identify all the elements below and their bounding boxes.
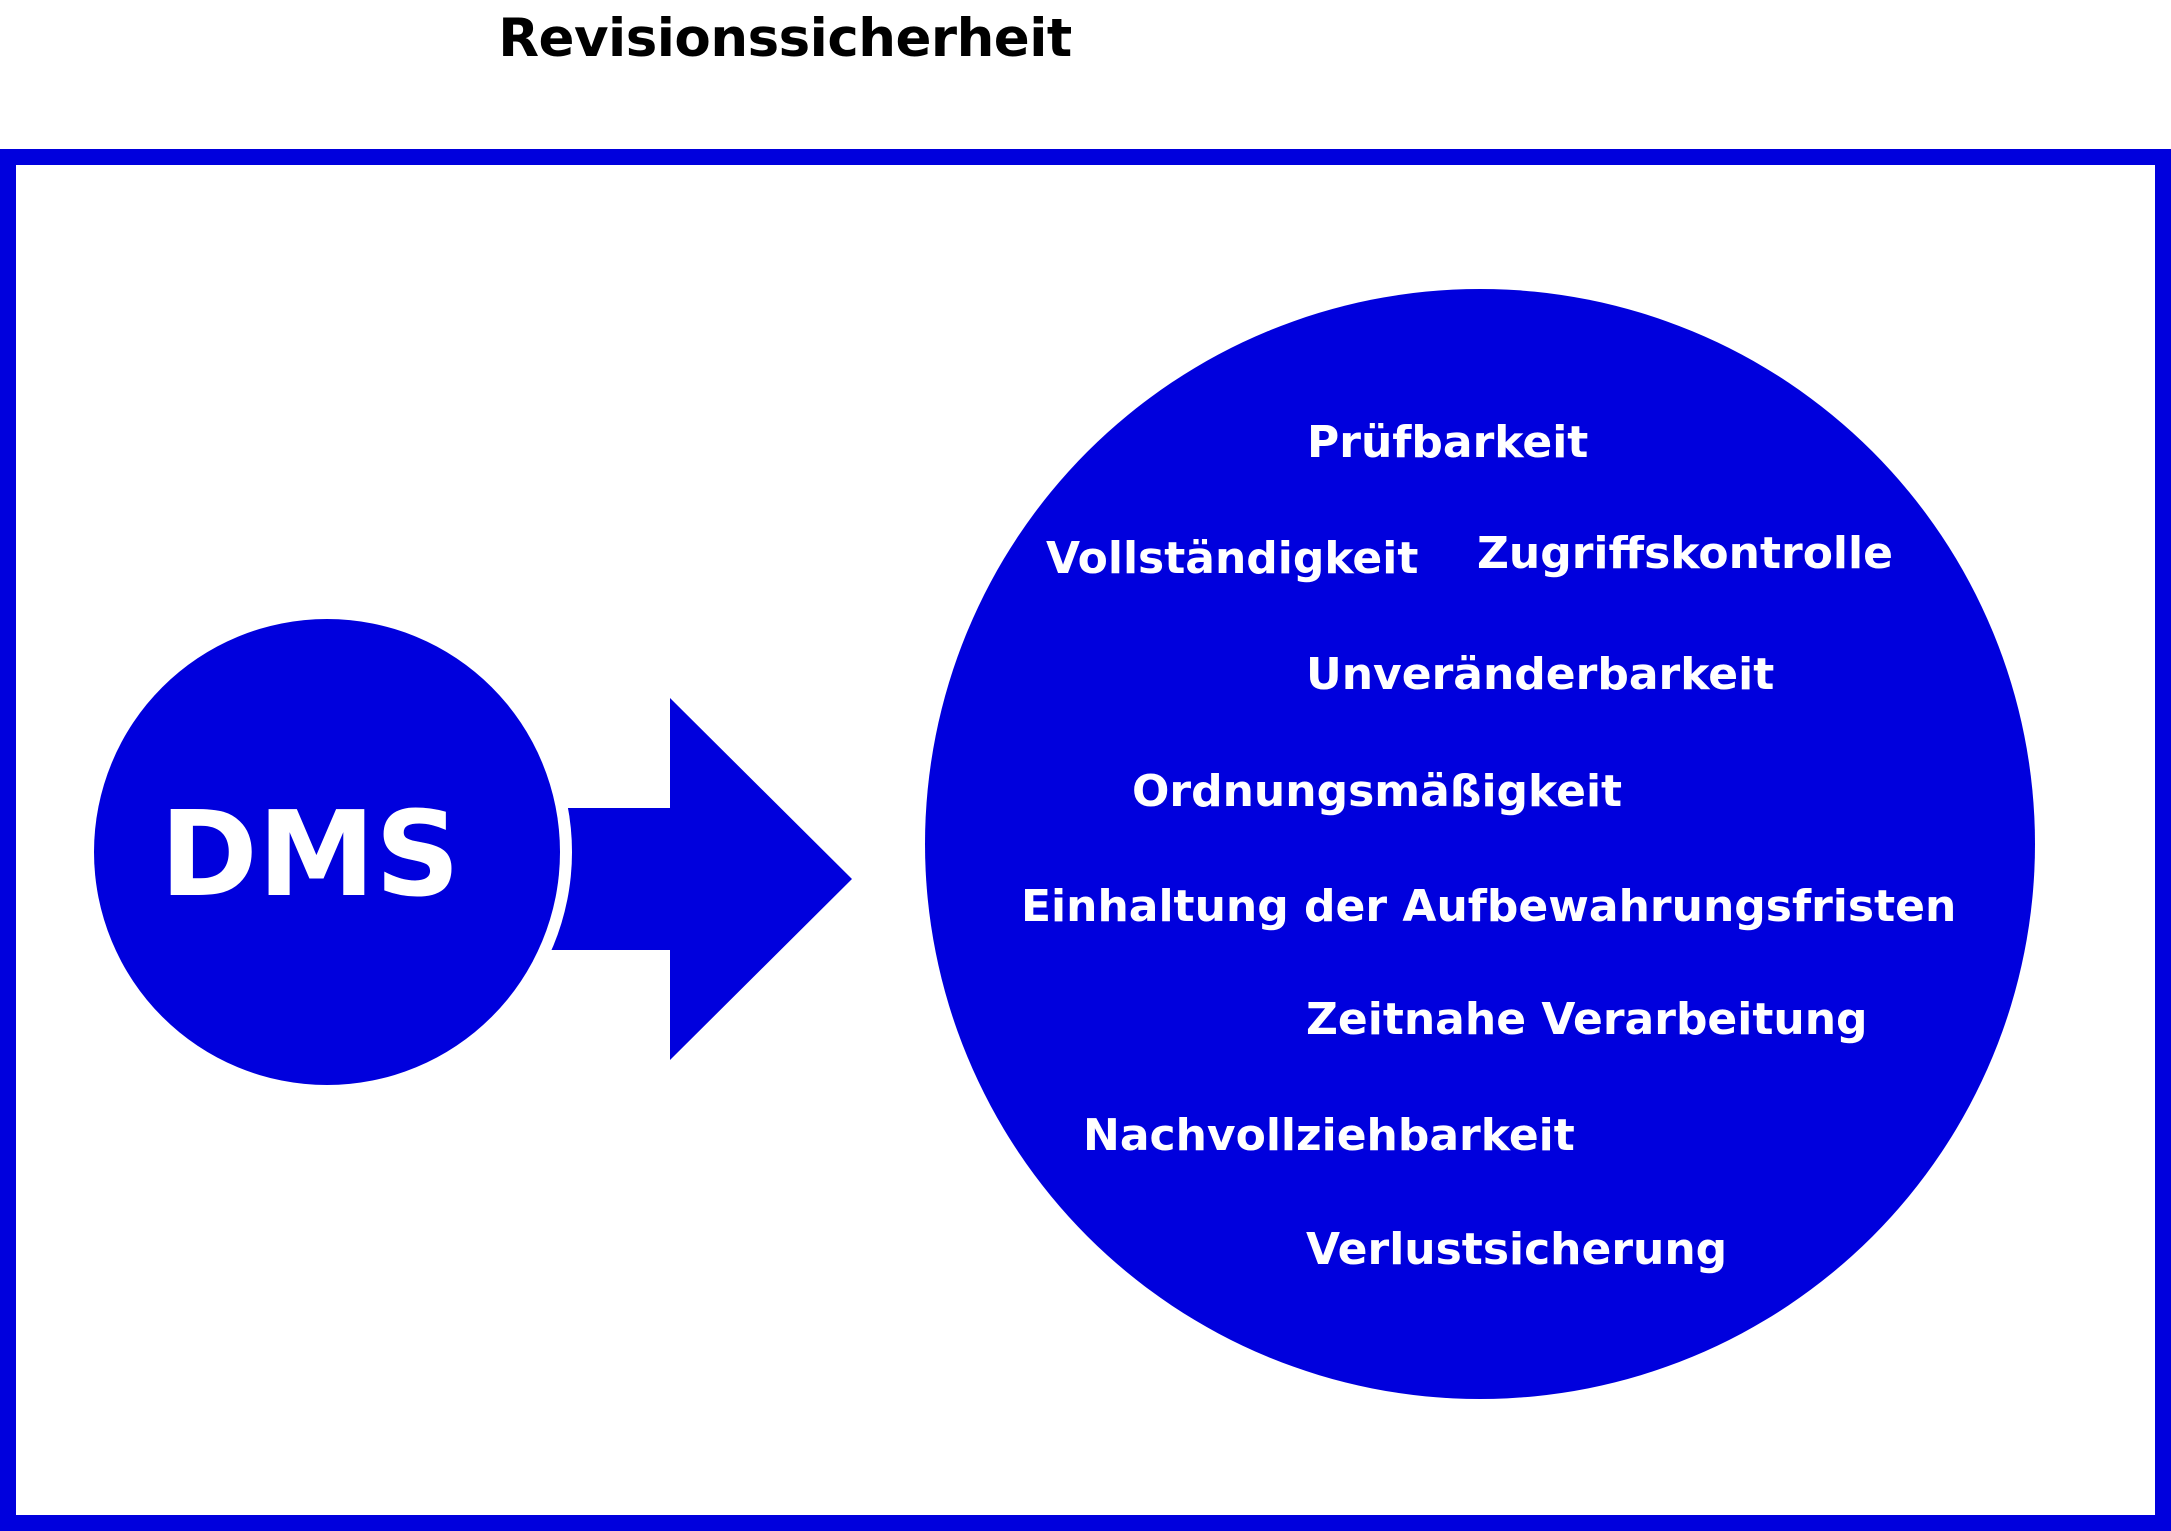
dms-circle	[94, 619, 560, 1085]
diagram-frame	[0, 149, 2171, 1531]
property-label: Zeitnahe Verarbeitung	[1306, 994, 1868, 1045]
property-label: Verlustsicherung	[1306, 1224, 1727, 1275]
arrow-shape	[548, 698, 852, 1060]
page-title: Revisionssicherheit	[498, 8, 1072, 69]
property-label: Einhaltung der Aufbewahrungsfristen	[1021, 881, 1956, 932]
property-label: Zugriffskontrolle	[1477, 528, 1893, 579]
properties-circle	[925, 289, 2035, 1399]
property-label: Vollständigkeit	[1046, 533, 1418, 584]
property-label: Nachvollziehbarkeit	[1083, 1110, 1575, 1161]
dms-label: DMS	[160, 785, 460, 923]
property-label: Prüfbarkeit	[1307, 417, 1588, 468]
property-label: Unveränderbarkeit	[1306, 649, 1774, 700]
property-label: Ordnungsmäßigkeit	[1132, 766, 1622, 817]
